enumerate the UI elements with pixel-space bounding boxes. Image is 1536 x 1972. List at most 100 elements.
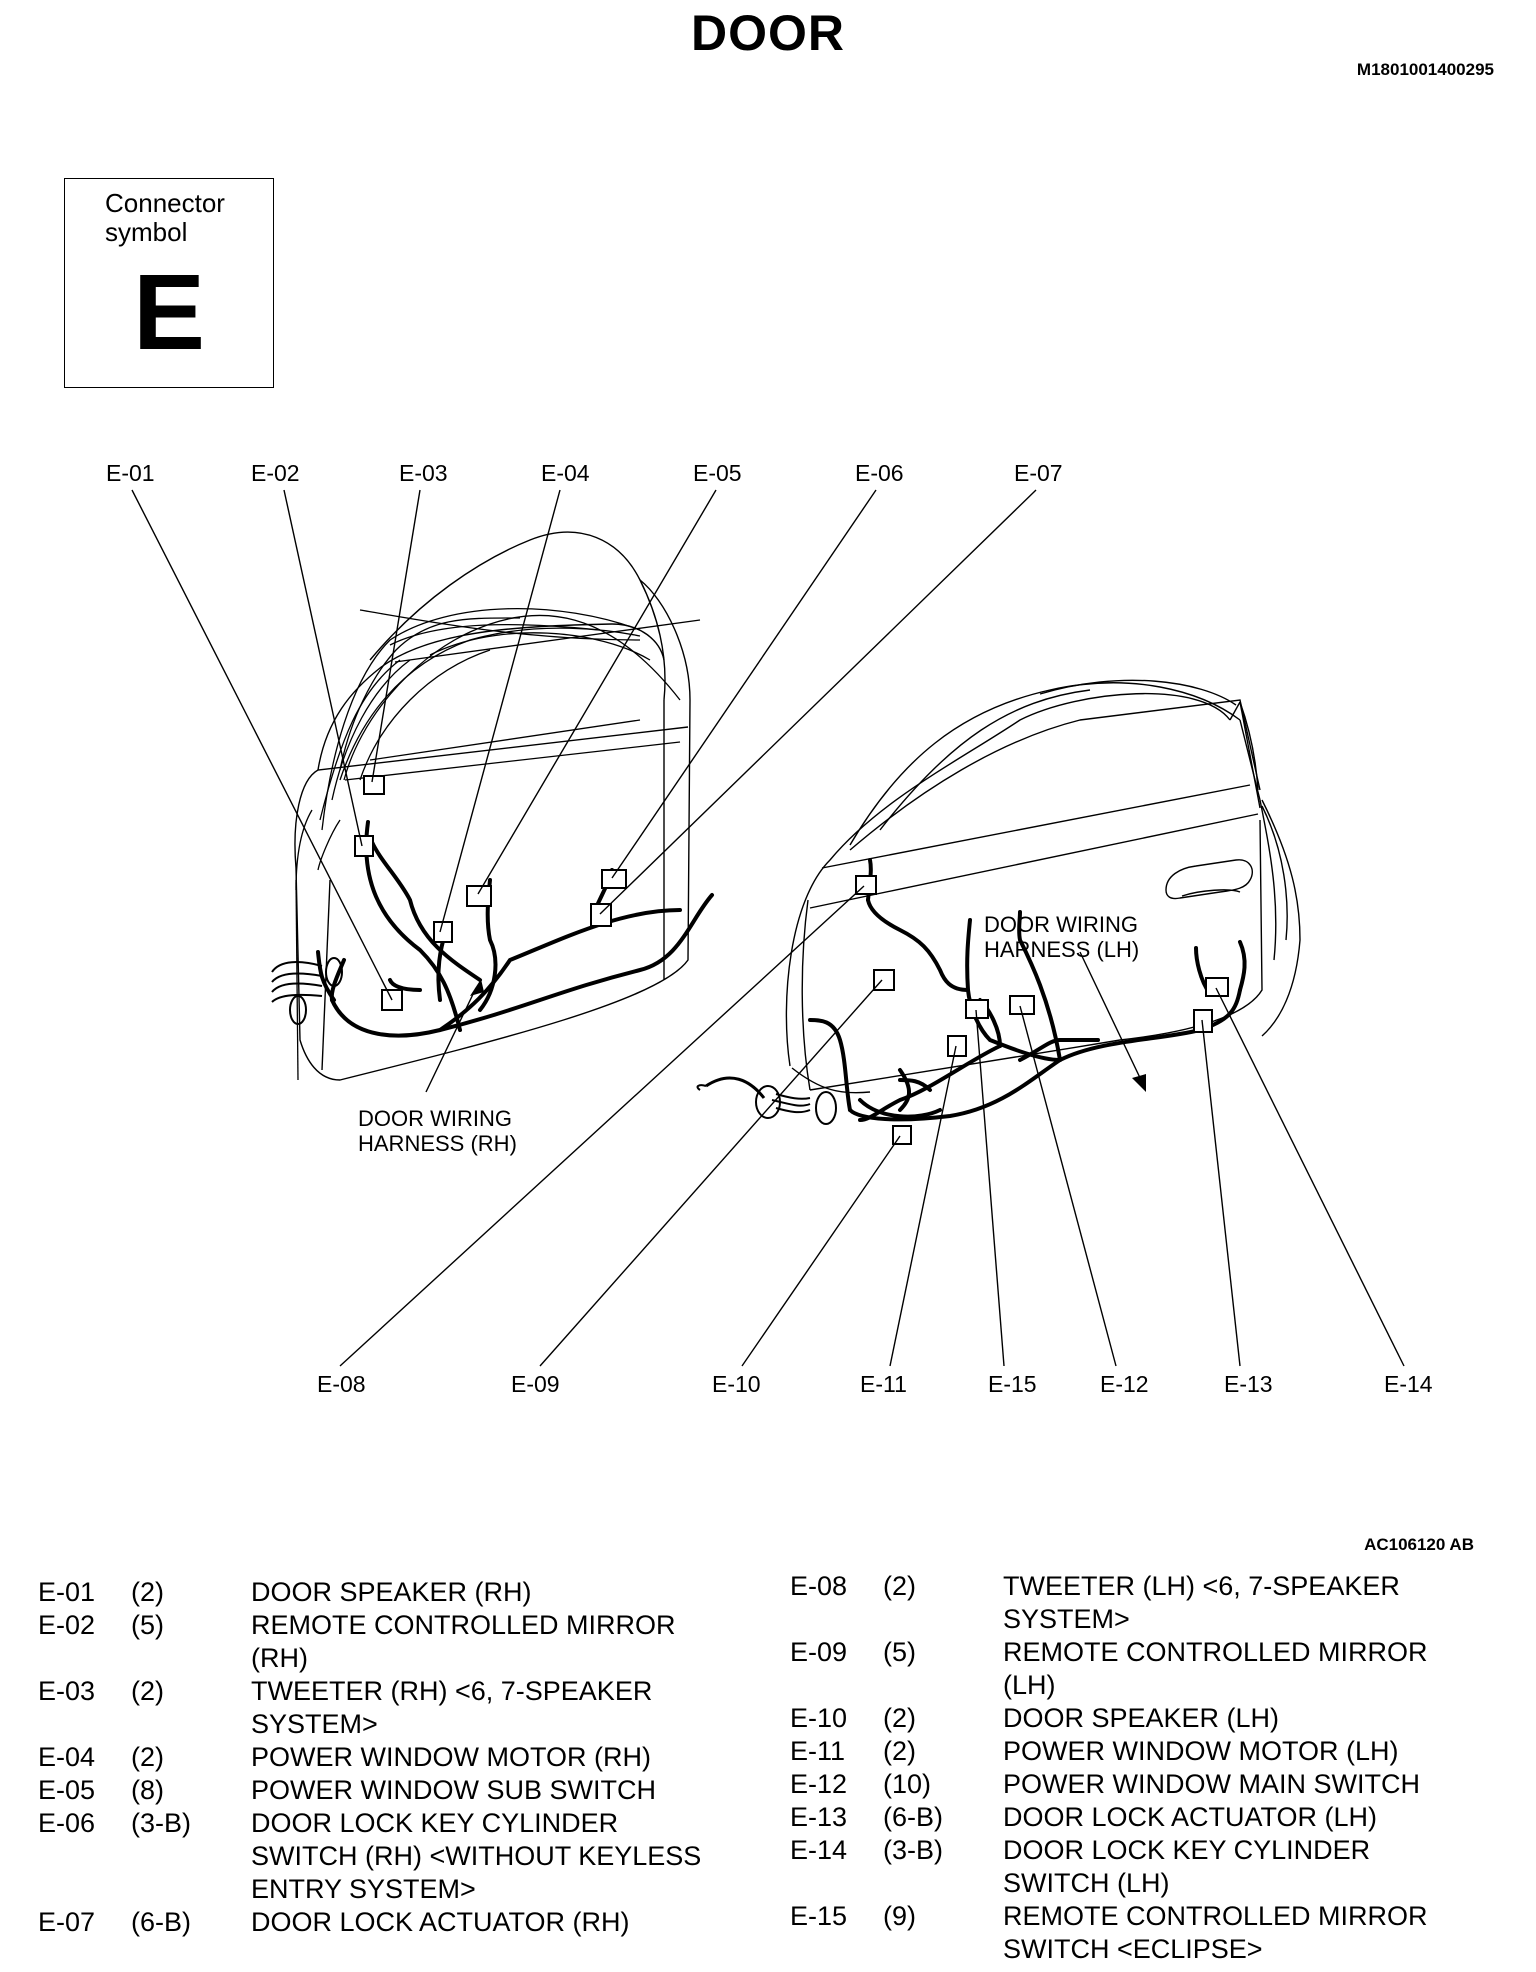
legend-description: SYSTEM> [1003,1604,1130,1634]
label-e01: E-01 [106,460,155,486]
connector-label-line1: Connector [105,188,225,218]
rh-door-body [294,531,691,1081]
connector-e06 [601,869,627,889]
legend-description: SYSTEM> [251,1709,378,1739]
legend-code: E-14 [790,1835,848,1865]
legend-pins: (3-B) [131,1808,191,1838]
label-e08: E-08 [317,1371,366,1397]
legend-code: E-06 [38,1808,96,1838]
harness-lh-line2: HARNESS (LH) [984,937,1139,962]
legend-code: E-15 [790,1901,848,1931]
legend-description: DOOR LOCK ACTUATOR (LH) [1003,1802,1378,1832]
legend-description: DOOR LOCK ACTUATOR (RH) [251,1907,630,1937]
label-e03: E-03 [399,460,448,486]
legend-code: E-01 [38,1577,96,1607]
legend-description: (RH) [251,1643,308,1673]
legend-code: E-04 [38,1742,96,1772]
legend-pins: (2) [883,1571,916,1601]
legend-description: SWITCH (RH) <WITHOUT KEYLESS [251,1841,702,1871]
legend-pins: (10) [883,1769,932,1799]
harness-lh-label: DOOR WIRING HARNESS (LH) [984,912,1139,962]
legend-code: E-11 [790,1736,846,1766]
legend-row: E-12(10)POWER WINDOW MAIN SWITCH [790,1768,1510,1801]
legend-pins: (2) [883,1703,916,1733]
label-e11: E-11 [860,1371,907,1397]
legend-row: E-04 (2) POWER WINDOW MOTOR (RH) [38,1741,758,1774]
connector-label-line2: symbol [105,217,188,247]
legend-description: (LH) [1003,1670,1056,1700]
legend-row: E-11(2)POWER WINDOW MOTOR (LH) [790,1735,1510,1768]
legend-pins: (2) [131,1676,164,1706]
legend-description: POWER WINDOW SUB SWITCH [251,1775,656,1805]
legend-code: E-09 [790,1637,848,1667]
legend-code: E-13 [790,1802,848,1832]
top-connector-labels: E-01 E-02 E-03 E-04 E-05 E-06 E-07 [106,460,1063,486]
legend-pins: (5) [131,1610,164,1640]
legend-code: E-02 [38,1610,96,1640]
connector-e14 [1205,977,1229,997]
connector-e09 [873,969,895,991]
harness-rh-line1: DOOR WIRING [358,1106,512,1131]
harness-lh-line1: DOOR WIRING [984,912,1138,937]
legend-description: REMOTE CONTROLLED MIRROR [1003,1637,1428,1667]
rh-harness [316,820,714,1038]
legend-row: E-10 (2) DOOR SPEAKER (LH) [790,1702,1510,1735]
rh-door-outline [295,607,701,1081]
leader-lines [131,489,1405,1367]
connector-e05 [466,885,492,907]
legend-description: DOOR SPEAKER (LH) [1003,1703,1280,1733]
legend-description: REMOTE CONTROLLED MIRROR [1003,1901,1428,1931]
harness-rh-line2: HARNESS (RH) [358,1131,517,1156]
lh-door-body [785,679,1301,1094]
connector-e11 [947,1035,967,1057]
connector-e02 [354,835,374,857]
legend-description: SWITCH <ECLIPSE> [1003,1934,1263,1964]
legend-code: E-10 [790,1703,848,1733]
connector-e04 [433,921,453,943]
harness-arrowheads [470,979,1146,1092]
connector-symbol-box: Connector symbol E [64,178,274,388]
label-e02: E-02 [251,460,300,486]
legend-pins: (6-B) [883,1802,943,1832]
legend-pins: (2) [883,1736,916,1766]
legend-code: E-07 [38,1907,96,1937]
legend-code: E-08 [790,1571,848,1601]
legend-code: E-03 [38,1676,96,1706]
label-e15: E-15 [988,1371,1037,1397]
legend-pins: (3-B) [883,1835,943,1865]
legend-description: TWEETER (LH) <6, 7-SPEAKER [1003,1571,1400,1601]
legend-row: E-01(2)DOOR SPEAKER (RH) [38,1576,758,1609]
bottom-connector-labels: E-08 E-09 E-10 E-11 E-15 E-12 E-13 E-14 [317,1371,1433,1397]
rh-connectors [354,775,627,1011]
legend-pins: (8) [131,1775,164,1805]
label-e12: E-12 [1100,1371,1149,1397]
legend-row: E-02(5)REMOTE CONTROLLED MIRROR(RH) [38,1609,758,1675]
legend-code: E-05 [38,1775,96,1805]
harness-rh-label: DOOR WIRING HARNESS (RH) [358,1106,517,1156]
lh-grommet [696,1076,837,1125]
legend-row: E-07 (6-B) DOOR LOCK ACTUATOR (RH) [38,1906,758,1939]
legend-pins: (2) [131,1742,164,1772]
label-e14: E-14 [1384,1371,1433,1397]
connector-symbol-label: Connector symbol [105,189,225,247]
connector-e03 [363,775,385,795]
legend-left: E-01(2)DOOR SPEAKER (RH)E-02(5)REMOTE CO… [38,1576,758,1939]
legend-description: TWEETER (RH) <6, 7-SPEAKER [251,1676,653,1706]
figure-id: AC106120 AB [1364,1535,1474,1554]
document-id: M1801001400295 [1356,60,1494,79]
rh-grommet [271,957,343,1025]
label-e07: E-07 [1014,460,1063,486]
label-e09: E-09 [511,1371,560,1397]
connector-e07 [590,903,612,927]
legend-description: POWER WINDOW MOTOR (RH) [251,1742,651,1772]
legend-pins: (6-B) [131,1907,191,1937]
legend-row: E-13 (6-B) DOOR LOCK ACTUATOR (LH) [790,1801,1510,1834]
legend-row: E-09(5)REMOTE CONTROLLED MIRROR(LH) [790,1636,1510,1702]
legend-description: ENTRY SYSTEM> [251,1874,476,1904]
legend-pins: (2) [131,1577,164,1607]
